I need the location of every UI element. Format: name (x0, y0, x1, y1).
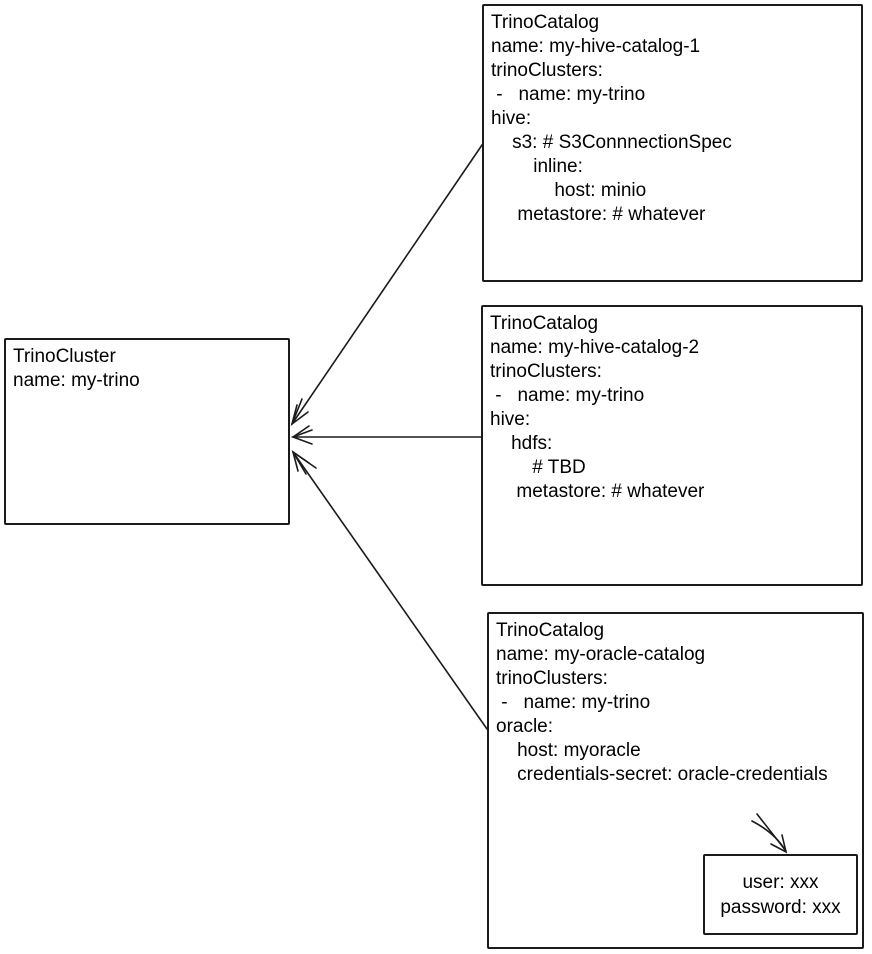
node-title: TrinoCatalog (490, 313, 599, 334)
node-text-line: name: my-oracle-catalog (496, 644, 706, 665)
node-text-line: user: xxx (742, 871, 819, 893)
node-text-line: trinoClusters: (490, 361, 602, 382)
node-trino-catalog-1[interactable]: TrinoCatalog name: my-hive-catalog-1 tri… (482, 4, 863, 282)
node-title: TrinoCatalog (491, 12, 600, 33)
node-text-line: oracle: (496, 716, 554, 737)
node-text-line: host: minio (491, 180, 647, 201)
node-trino-cluster[interactable]: TrinoCluster name: my-trino (4, 338, 290, 525)
node-text-line: - name: my-trino (491, 84, 646, 105)
node-text-line: name: my-hive-catalog-1 (491, 36, 701, 57)
node-trino-catalog-2-content: TrinoCatalog name: my-hive-catalog-2 tri… (483, 307, 861, 509)
node-text-line: metastore: # whatever (490, 481, 705, 502)
node-text-line: name: my-hive-catalog-2 (490, 337, 700, 358)
node-trino-catalog-2[interactable]: TrinoCatalog name: my-hive-catalog-2 tri… (481, 305, 863, 586)
node-text-line: inline: (491, 156, 583, 177)
node-text-line: hive: (490, 409, 531, 430)
connector-catalog3-to-cluster (291, 450, 488, 730)
node-text-line: hive: (491, 108, 532, 129)
node-trino-catalog-3[interactable]: TrinoCatalog name: my-oracle-catalog tri… (487, 612, 864, 949)
node-text-line: - name: my-trino (490, 385, 645, 406)
node-text-line: - name: my-trino (496, 692, 651, 713)
node-text-line: # TBD (490, 457, 586, 478)
node-text-line: hdfs: (490, 433, 553, 454)
node-text-line: s3: # S3ConnnectionSpec (491, 132, 732, 153)
connector-catalog1-to-cluster (290, 144, 483, 427)
node-text-line: password: xxx (720, 896, 841, 918)
node-text-line: trinoClusters: (491, 60, 603, 81)
node-text-line: trinoClusters: (496, 668, 608, 689)
node-oracle-credentials[interactable]: user: xxx password: xxx (703, 854, 858, 935)
connector-catalog2-to-cluster (290, 425, 482, 445)
node-text-line: host: myoracle (496, 740, 641, 761)
node-title: TrinoCluster (13, 346, 116, 367)
node-trino-catalog-3-content: TrinoCatalog name: my-oracle-catalog tri… (489, 614, 862, 792)
node-title: TrinoCatalog (496, 620, 605, 641)
node-text-line: name: my-trino (13, 370, 140, 391)
node-trino-catalog-1-content: TrinoCatalog name: my-hive-catalog-1 tri… (484, 6, 861, 232)
node-text-line: metastore: # whatever (491, 204, 706, 225)
node-trino-cluster-content: TrinoCluster name: my-trino (6, 340, 288, 398)
node-text-line: credentials-secret: oracle-credentials (496, 764, 828, 785)
